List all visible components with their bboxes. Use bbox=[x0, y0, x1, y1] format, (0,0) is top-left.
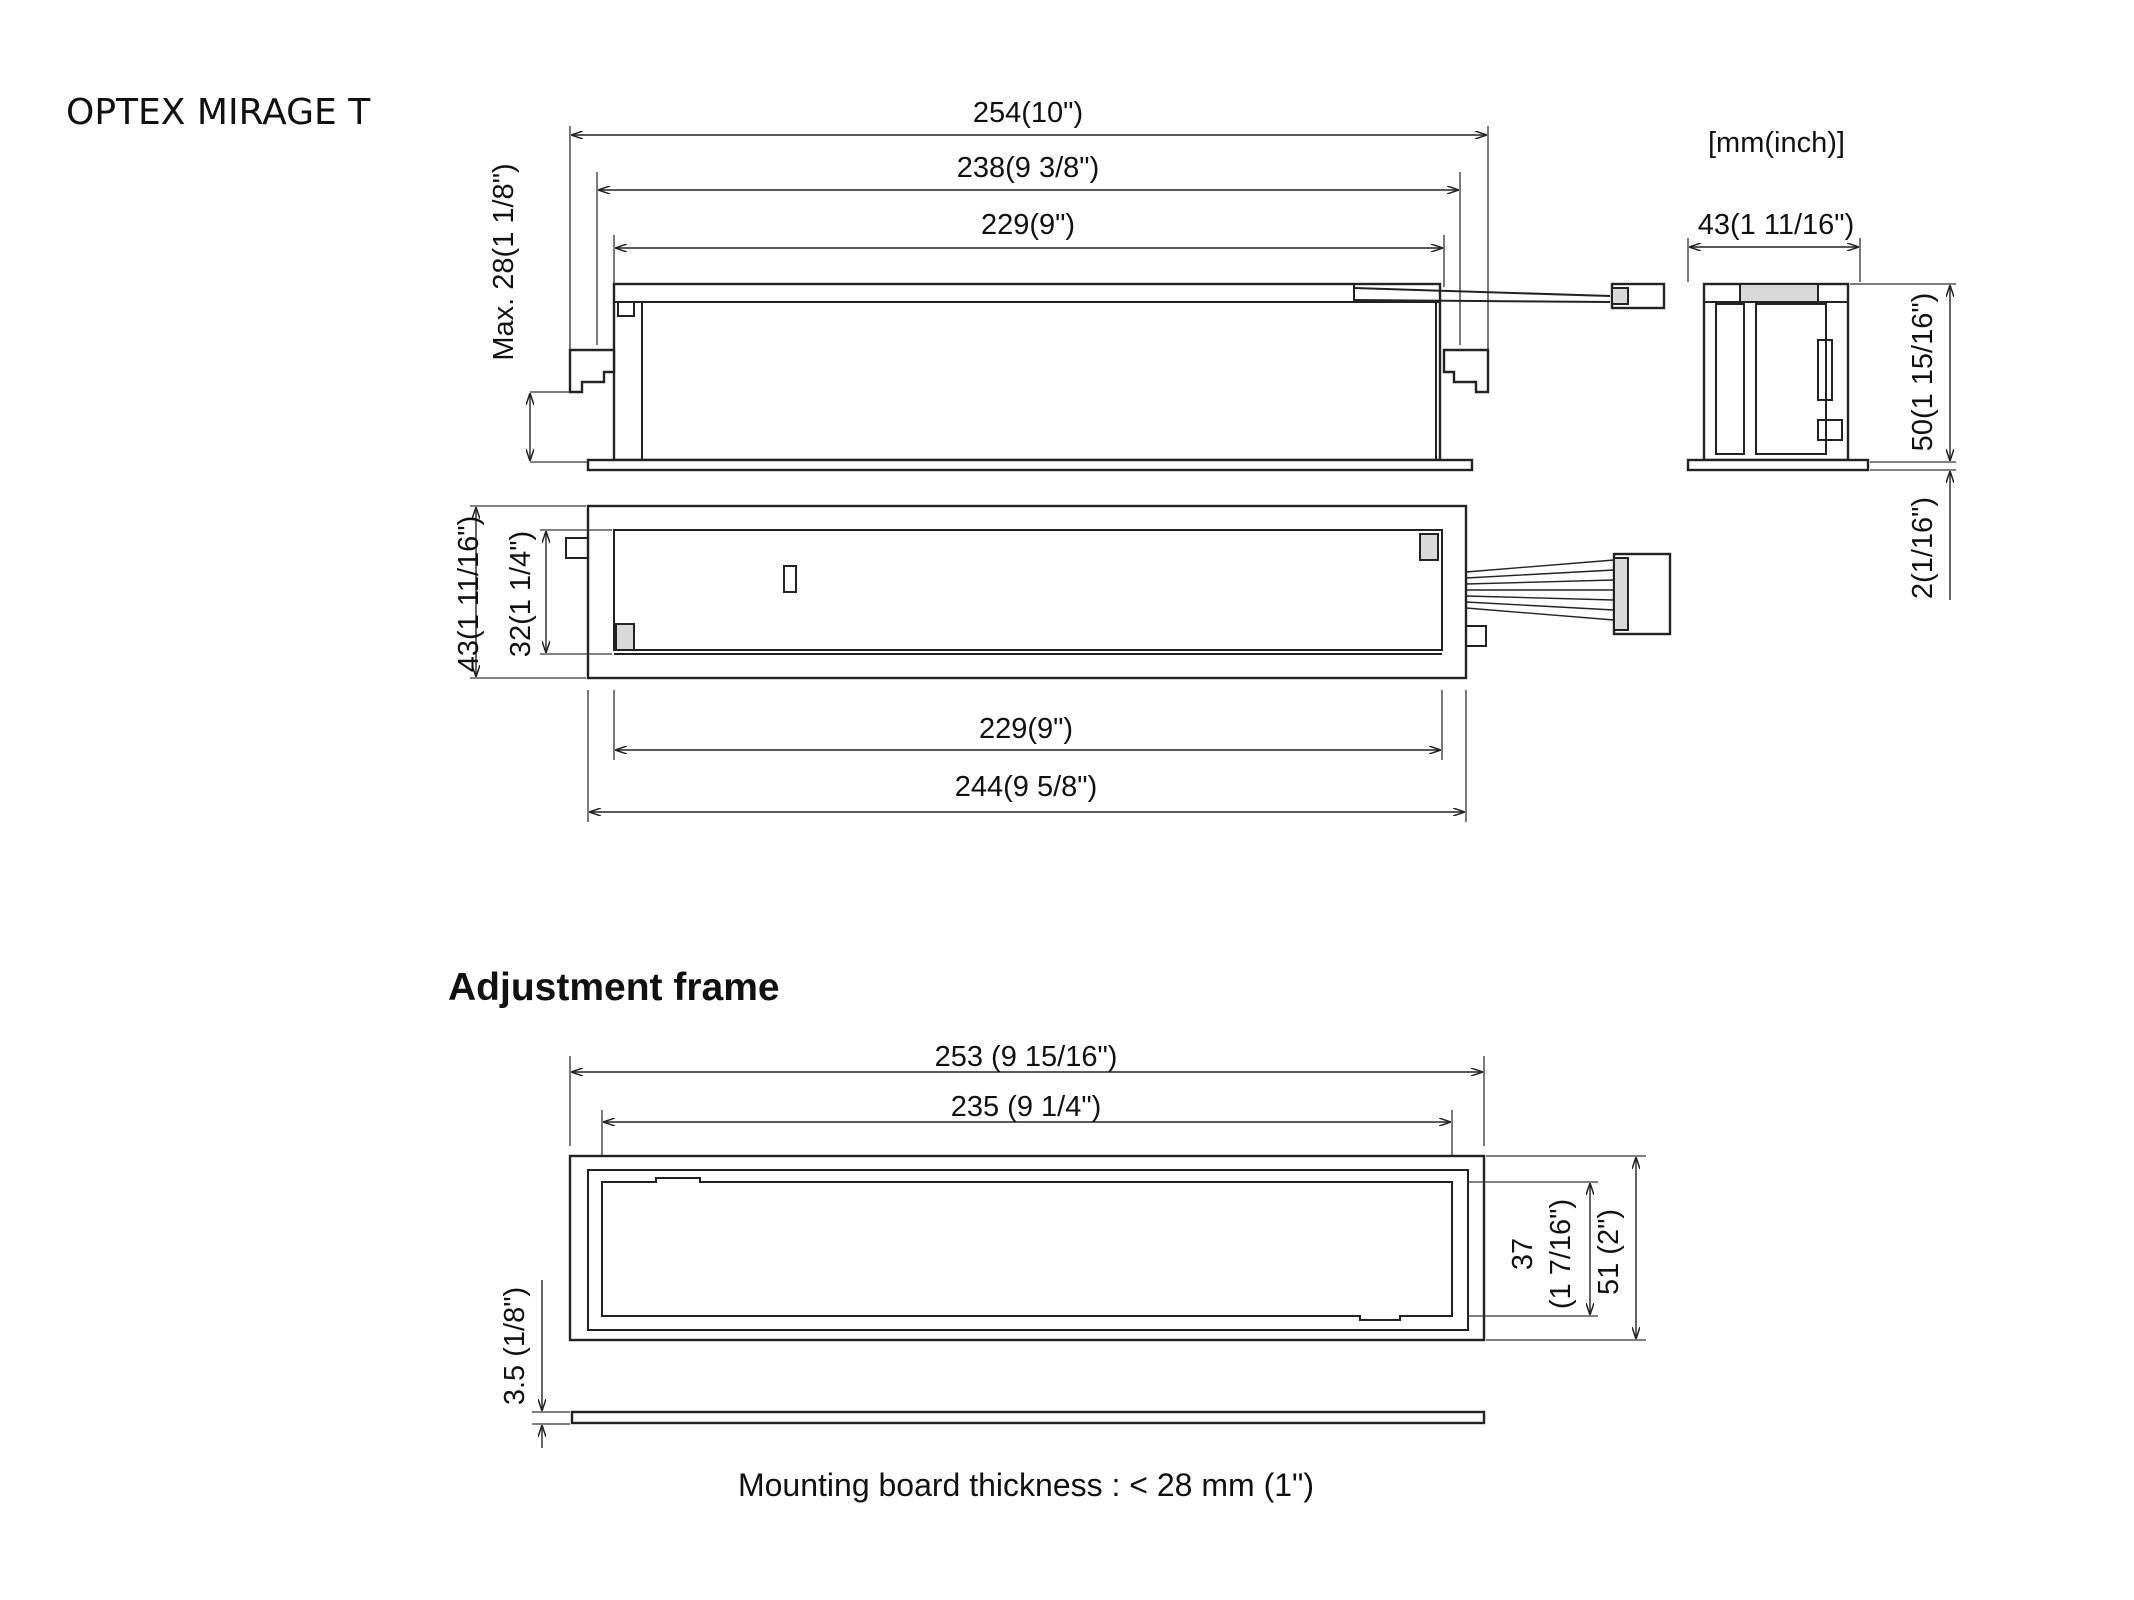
dim-frame-outer-height: 51 (2") bbox=[1593, 1209, 1625, 1295]
dim-plan-inner-depth: 32(1 1/4") bbox=[505, 531, 537, 657]
base-plate-front bbox=[586, 458, 1474, 472]
adjustment-frame-section: Adjustment frame 253 (9 15/16") 235 (9 1… bbox=[448, 966, 1646, 1503]
dim-base-thickness: 2(1/16") bbox=[1907, 497, 1939, 599]
plan-slot bbox=[783, 565, 797, 593]
side-view: 43(1 11/16") 50(1 15/16") 2(1/16") bbox=[1686, 209, 1956, 600]
plan-outer-frame bbox=[586, 504, 1468, 680]
left-clip bbox=[568, 348, 616, 394]
front-view: 254(10") 238(9 3/8") 229(9") Max. 28(1 1… bbox=[488, 97, 1666, 472]
dim-frame-inner-width: 235 (9 1/4") bbox=[951, 1091, 1102, 1123]
dim-body-width-top: 229(9") bbox=[981, 209, 1075, 241]
dim-flange-width: 238(9 3/8") bbox=[957, 152, 1100, 184]
frame-middle-border bbox=[587, 1169, 1469, 1331]
unit-body-front bbox=[612, 282, 1442, 462]
dim-overall-width: 254(10") bbox=[973, 97, 1083, 129]
dim-frame-inner-height-value: 37 bbox=[1507, 1238, 1539, 1270]
units-note: [mm(inch)] bbox=[1708, 127, 1845, 159]
dim-max-height: Max. 28(1 1/8") bbox=[488, 163, 520, 360]
adjustment-frame-heading: Adjustment frame bbox=[448, 966, 780, 1009]
product-title: OPTEX MIRAGE T bbox=[66, 92, 371, 133]
dim-plan-depth: 43(1 11/16") bbox=[453, 516, 485, 672]
frame-profile bbox=[570, 1410, 1486, 1425]
base-plate-side bbox=[1686, 458, 1870, 472]
dim-body-width-bottom: 229(9") bbox=[979, 713, 1073, 745]
frame-outer-border bbox=[568, 1154, 1486, 1342]
dim-side-height: 50(1 15/16") bbox=[1907, 293, 1939, 452]
unit-body-side bbox=[1702, 282, 1850, 462]
dim-frame-thickness: 3.5 (1/8") bbox=[499, 1287, 531, 1405]
dim-side-width: 43(1 11/16") bbox=[1698, 209, 1854, 241]
dim-frame-outer-width: 253 (9 15/16") bbox=[935, 1041, 1118, 1073]
dim-plan-width: 244(9 5/8") bbox=[955, 771, 1098, 803]
frame-inner-window bbox=[601, 1177, 1453, 1321]
plan-left-tab bbox=[565, 537, 589, 559]
plan-ribbon-cable bbox=[1465, 559, 1615, 621]
plan-view: 43(1 11/16") 32(1 1/4") 229(9") 244(9 5/… bbox=[453, 504, 1672, 822]
plan-right-tab bbox=[1465, 625, 1487, 647]
cable-front bbox=[1353, 287, 1611, 297]
mounting-board-note: Mounting board thickness : < 28 mm (1") bbox=[738, 1467, 1314, 1503]
dim-frame-inner-height-inch: (1 7/16") bbox=[1545, 1199, 1577, 1309]
plan-inner-window bbox=[613, 529, 1443, 651]
side-connector-block bbox=[1739, 283, 1819, 303]
right-clip bbox=[1442, 348, 1490, 394]
